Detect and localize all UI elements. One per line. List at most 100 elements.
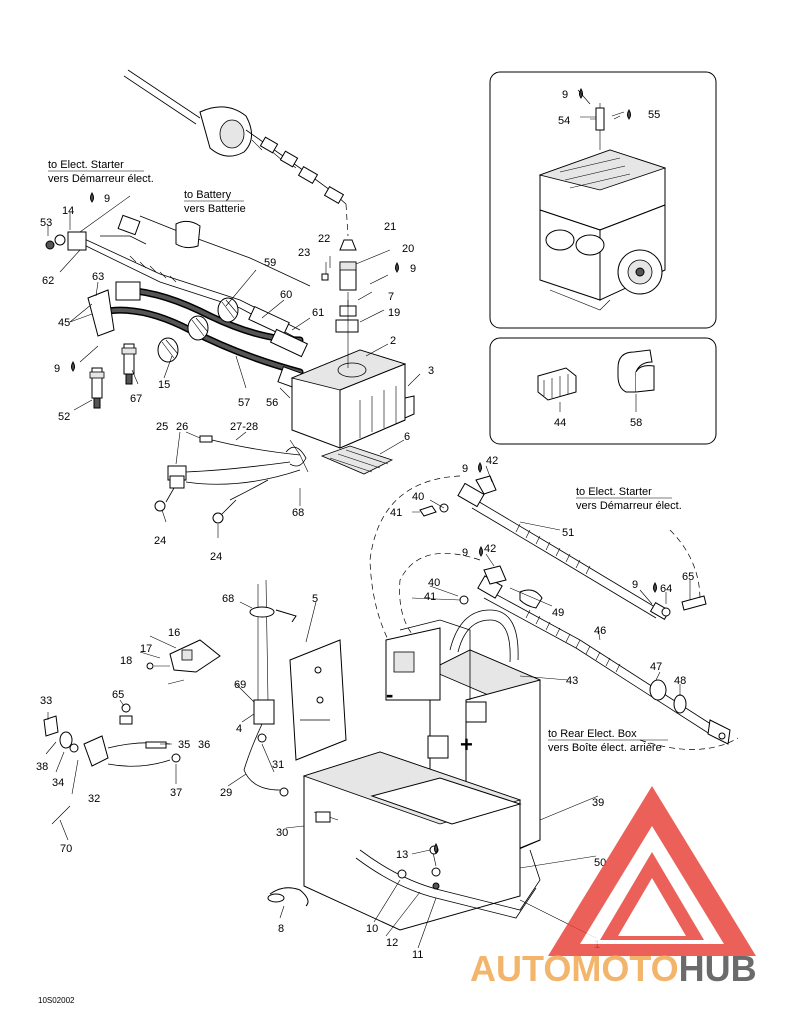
svg-text:42: 42 [486, 455, 498, 467]
svg-text:5: 5 [312, 593, 318, 605]
svg-text:31: 31 [272, 759, 284, 771]
svg-text:26: 26 [176, 421, 188, 433]
svg-text:68: 68 [292, 507, 304, 519]
parts-inset-frame [489, 337, 717, 445]
svg-text:43: 43 [566, 675, 578, 687]
svg-text:17: 17 [140, 643, 152, 655]
svg-text:42: 42 [484, 543, 496, 555]
svg-text:21: 21 [384, 221, 396, 233]
route-line-2 [399, 553, 481, 651]
svg-text:8: 8 [278, 923, 284, 935]
svg-text:to Elect. Starter: to Elect. Starter [48, 159, 124, 171]
svg-text:10: 10 [366, 923, 378, 935]
svg-text:49: 49 [552, 607, 564, 619]
svg-text:29: 29 [220, 787, 232, 799]
svg-text:59: 59 [264, 257, 276, 269]
svg-text:37: 37 [170, 787, 182, 799]
svg-text:16: 16 [168, 627, 180, 639]
svg-text:69: 69 [234, 679, 246, 691]
svg-text:65: 65 [682, 571, 694, 583]
svg-text:33: 33 [40, 695, 52, 707]
svg-text:70: 70 [60, 843, 72, 855]
svg-text:61: 61 [312, 307, 324, 319]
electrical-box-2 [290, 300, 415, 449]
svg-text:35: 35 [178, 739, 190, 751]
svg-text:24: 24 [210, 551, 222, 563]
svg-text:6: 6 [404, 431, 410, 443]
svg-text:vers Boîte élect. arrière: vers Boîte élect. arrière [548, 742, 662, 754]
svg-text:15: 15 [158, 379, 170, 391]
note-battery: to Battery vers Batterie [184, 189, 246, 215]
svg-text:to Battery: to Battery [184, 189, 232, 201]
svg-text:53: 53 [40, 217, 52, 229]
watermark-text: AUTOMOTOHUB [470, 948, 757, 990]
svg-text:14: 14 [62, 205, 74, 217]
svg-text:25: 25 [156, 421, 168, 433]
svg-text:58: 58 [630, 417, 642, 429]
plate-6 [320, 445, 394, 475]
negative-symbol: - [386, 682, 393, 707]
svg-text:47: 47 [650, 661, 662, 673]
svg-text:65: 65 [112, 689, 124, 701]
svg-text:9: 9 [410, 263, 416, 275]
svg-text:18: 18 [120, 655, 132, 667]
svg-text:9: 9 [632, 579, 638, 591]
route-line-3 [669, 529, 701, 601]
svg-text:27-28: 27-28 [230, 421, 258, 433]
svg-text:41: 41 [390, 507, 402, 519]
svg-text:68: 68 [222, 593, 234, 605]
svg-text:24: 24 [154, 535, 166, 547]
svg-text:4: 4 [236, 723, 242, 735]
svg-text:46: 46 [594, 625, 606, 637]
svg-text:vers Démarreur élect.: vers Démarreur élect. [48, 173, 154, 185]
svg-text:51: 51 [562, 527, 574, 539]
note-elect-starter-right: to Elect. Starter vers Démarreur élect. [576, 486, 682, 512]
svg-text:11: 11 [412, 949, 423, 961]
svg-text:56: 56 [266, 397, 278, 409]
part-58-clip [617, 349, 655, 393]
svg-text:to Rear Elect. Box: to Rear Elect. Box [548, 728, 637, 740]
svg-text:63: 63 [92, 271, 104, 283]
note-rear-box: to Rear Elect. Box vers Boîte élect. arr… [548, 728, 668, 754]
svg-text:54: 54 [558, 115, 570, 127]
svg-text:2: 2 [390, 335, 396, 347]
svg-text:30: 30 [276, 827, 288, 839]
svg-text:3: 3 [428, 365, 434, 377]
svg-text:22: 22 [318, 233, 330, 245]
svg-text:60: 60 [280, 289, 292, 301]
svg-text:67: 67 [130, 393, 142, 405]
svg-text:44: 44 [554, 417, 566, 429]
part-44-connector [537, 367, 577, 401]
svg-text:20: 20 [402, 243, 414, 255]
svg-text:40: 40 [428, 577, 440, 589]
harness-top [123, 69, 349, 237]
svg-text:23: 23 [298, 247, 310, 259]
watermark-text-part1: AUTOMOTO [470, 948, 679, 989]
svg-text:vers Démarreur élect.: vers Démarreur élect. [576, 500, 682, 512]
svg-text:19: 19 [388, 307, 400, 319]
svg-text:7: 7 [388, 291, 394, 303]
svg-text:48: 48 [674, 675, 686, 687]
route-line-4 [639, 737, 739, 750]
cable-assembly [45, 214, 311, 409]
svg-text:41: 41 [424, 591, 436, 603]
engine-drawing [538, 103, 667, 311]
svg-text:9: 9 [462, 547, 468, 559]
route-line-1 [369, 475, 461, 661]
svg-text:12: 12 [386, 937, 398, 949]
svg-text:vers Batterie: vers Batterie [184, 203, 246, 215]
engine-inset-frame [489, 71, 717, 329]
svg-text:40: 40 [412, 491, 424, 503]
svg-text:45: 45 [58, 317, 70, 329]
positive-symbol: + [460, 732, 473, 757]
svg-text:9: 9 [562, 89, 568, 101]
svg-text:32: 32 [88, 793, 100, 805]
svg-text:34: 34 [52, 777, 64, 789]
svg-text:9: 9 [104, 193, 110, 205]
svg-text:36: 36 [198, 739, 210, 751]
svg-text:9: 9 [462, 463, 468, 475]
svg-text:39: 39 [592, 797, 604, 809]
svg-text:to Elect. Starter: to Elect. Starter [576, 486, 652, 498]
svg-text:13: 13 [396, 849, 408, 861]
part-labels: 1 2 3 4 5 6 7 8 9 9 9 9 9 9 9 10 11 12 1… [36, 89, 694, 961]
